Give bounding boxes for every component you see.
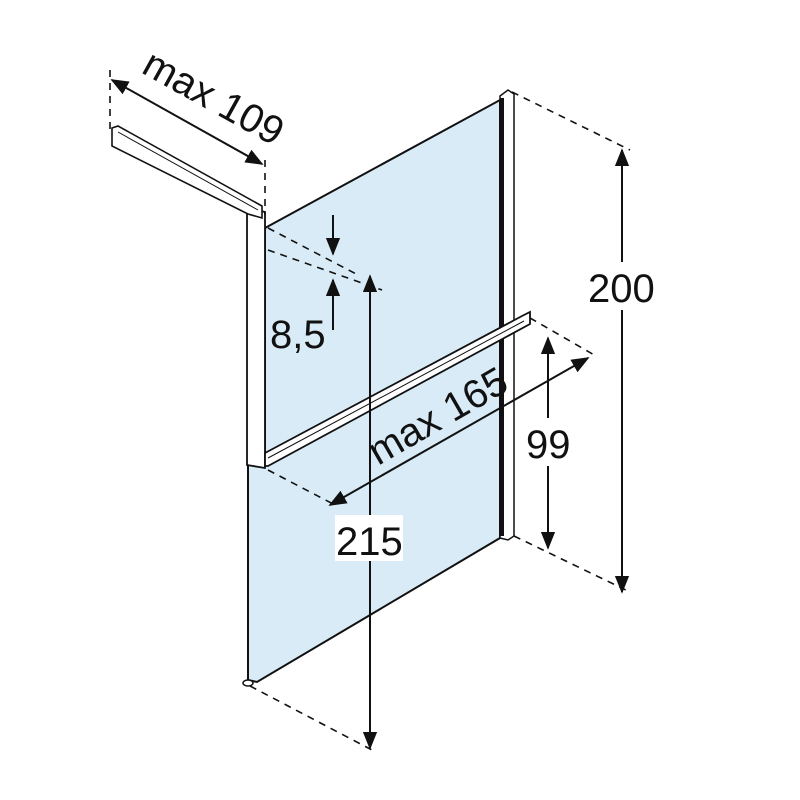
right-wall-profile <box>499 89 515 541</box>
panel-height-label: 200 <box>588 267 655 311</box>
rail-dimension-line <box>110 79 264 165</box>
extension-lines <box>109 70 631 751</box>
stabilizer-rail <box>111 125 263 220</box>
floor-foot <box>242 679 254 687</box>
bar-height-label: 99 <box>526 423 571 467</box>
offset-label: 8,5 <box>270 313 326 357</box>
total-height-label: 215 <box>336 520 403 564</box>
left-wall-profile <box>246 206 266 470</box>
